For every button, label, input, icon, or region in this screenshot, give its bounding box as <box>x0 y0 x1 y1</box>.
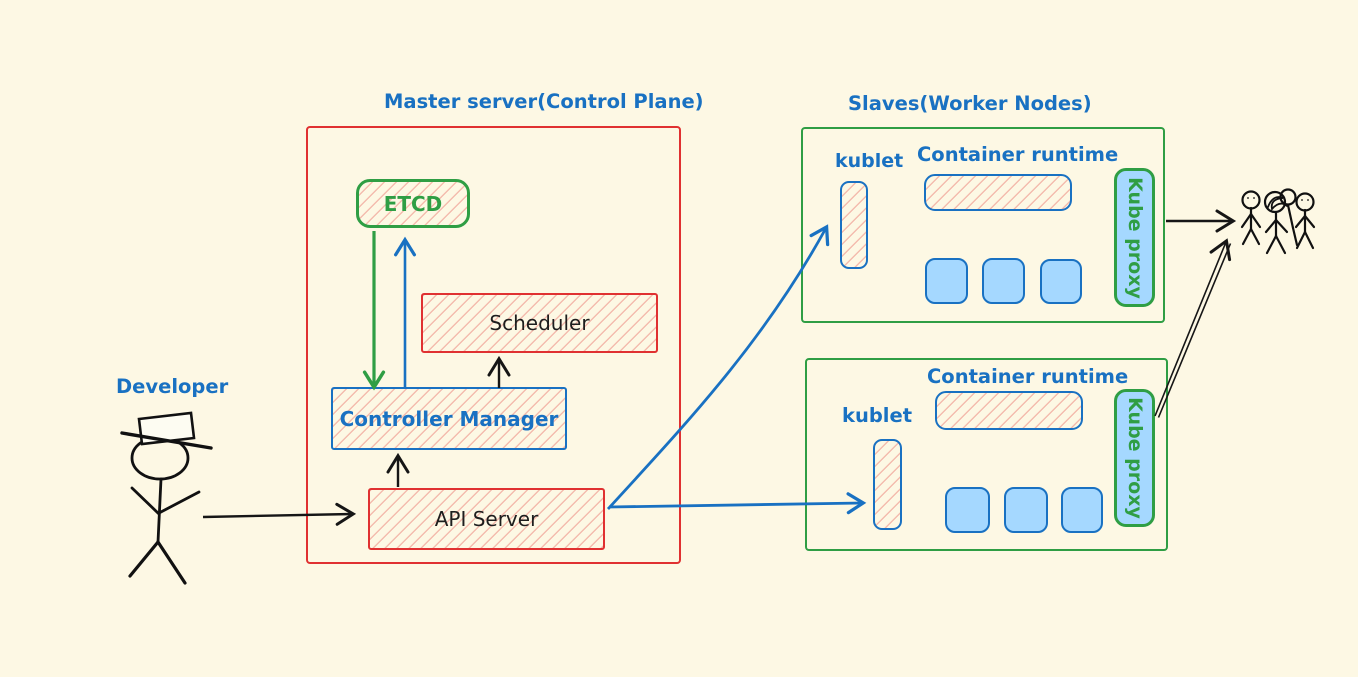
workers-title: Slaves(Worker Nodes) <box>848 92 1092 115</box>
node1-pod-3 <box>1040 259 1082 304</box>
node2-kublet-box <box>873 439 902 530</box>
node2-pod-2 <box>1004 487 1048 533</box>
node1-kube-proxy-label: Kube proxy <box>1123 176 1146 299</box>
node1-kube-proxy-box: Kube proxy <box>1114 168 1155 307</box>
node1-container-runtime-box <box>924 174 1072 211</box>
node1-kublet-box <box>840 181 868 269</box>
node1-pod-1 <box>925 258 968 304</box>
node2-container-runtime-label: Container runtime <box>927 365 1129 388</box>
scheduler-label: Scheduler <box>489 311 590 335</box>
node2-kube-proxy-box: Kube proxy <box>1114 389 1155 527</box>
node1-kublet-label: kublet <box>835 150 904 172</box>
node2-kube-proxy-label: Kube proxy <box>1123 397 1146 519</box>
node2-container-runtime-box <box>935 391 1083 430</box>
etcd-label: ETCD <box>383 191 443 216</box>
api-server-box: API Server <box>368 488 605 550</box>
master-title: Master server(Control Plane) <box>384 90 704 113</box>
worker-node-1-container <box>801 127 1165 323</box>
node1-pod-2 <box>982 258 1025 304</box>
controller-manager-label: Controller Manager <box>339 406 559 431</box>
node2-pod-3 <box>1061 487 1103 533</box>
users-figure-icon <box>1240 188 1316 255</box>
node2-kublet-label: kublet <box>842 404 913 427</box>
controller-manager-box: Controller Manager <box>331 387 567 450</box>
node1-container-runtime-label: Container runtime <box>917 143 1119 166</box>
etcd-box: ETCD <box>356 179 470 228</box>
developer-figure-icon <box>120 411 213 585</box>
node2-pod-1 <box>945 487 990 533</box>
api-server-label: API Server <box>434 507 539 531</box>
scheduler-box: Scheduler <box>421 293 658 353</box>
developer-label: Developer <box>116 375 229 398</box>
